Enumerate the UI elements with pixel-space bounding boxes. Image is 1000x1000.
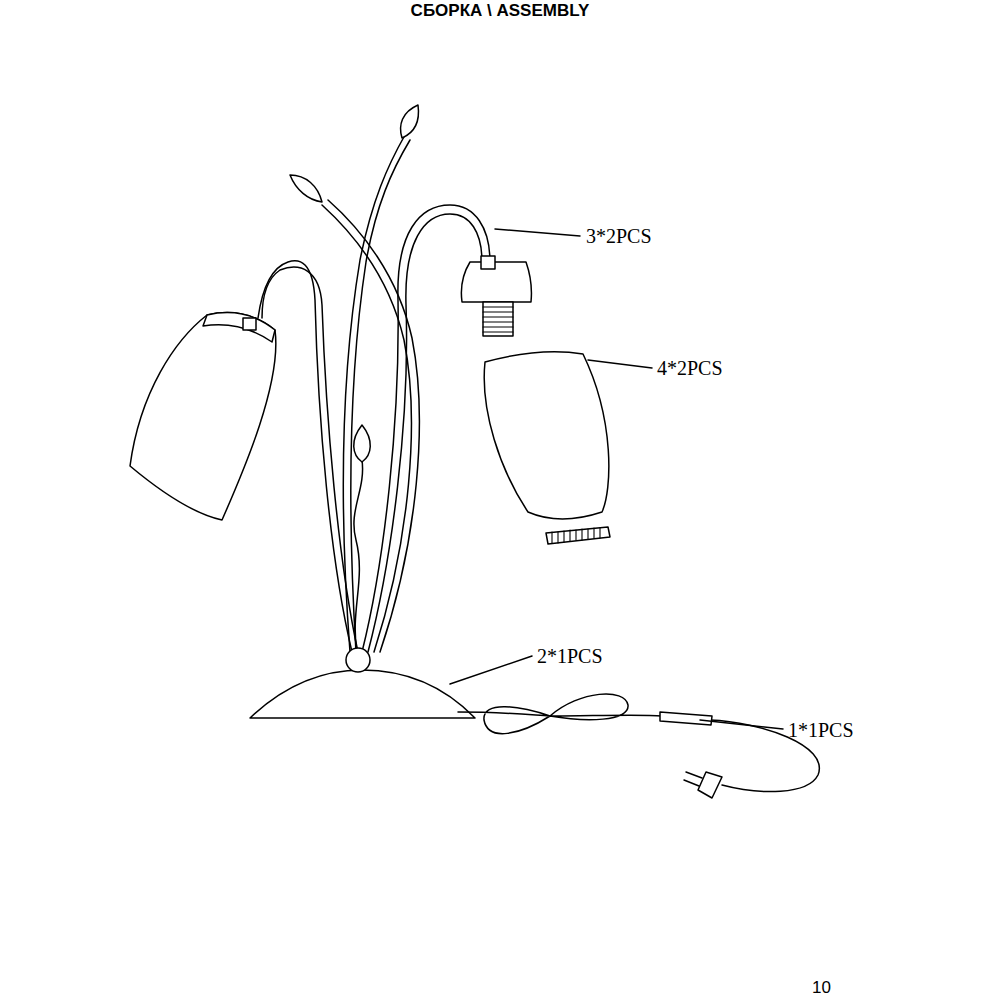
shade-holder [203,313,275,342]
leader-line [588,360,652,368]
leaf [354,425,371,462]
glass-shade [484,352,609,519]
page-title: СБОРКА \ ASSEMBLY [411,2,590,21]
stem [354,460,363,652]
page-number: 10 [812,979,831,998]
power-plug [698,772,722,798]
holder-clip [481,256,495,269]
power-cord [458,694,662,734]
stem [322,205,411,652]
stem [258,261,352,652]
leader-line [450,656,532,684]
callout-number: 4*2PCS [657,357,723,379]
cord-switch [660,712,712,725]
holder-clip [243,318,256,330]
leaf [290,175,322,202]
leaf [401,105,419,138]
lamp-base [250,670,475,718]
shade-ring [546,527,610,544]
shade-holder [461,262,531,302]
callout-number: 3*2PCS [586,225,652,247]
glass-shade [130,313,276,520]
lamp-socket [483,302,513,336]
callout-number: 1*1PCS [788,719,854,741]
leader-line [495,229,580,236]
stem [328,200,419,652]
leader-line [700,720,783,729]
base-knob [346,648,370,672]
callout-number: 2*1PCS [537,645,603,667]
